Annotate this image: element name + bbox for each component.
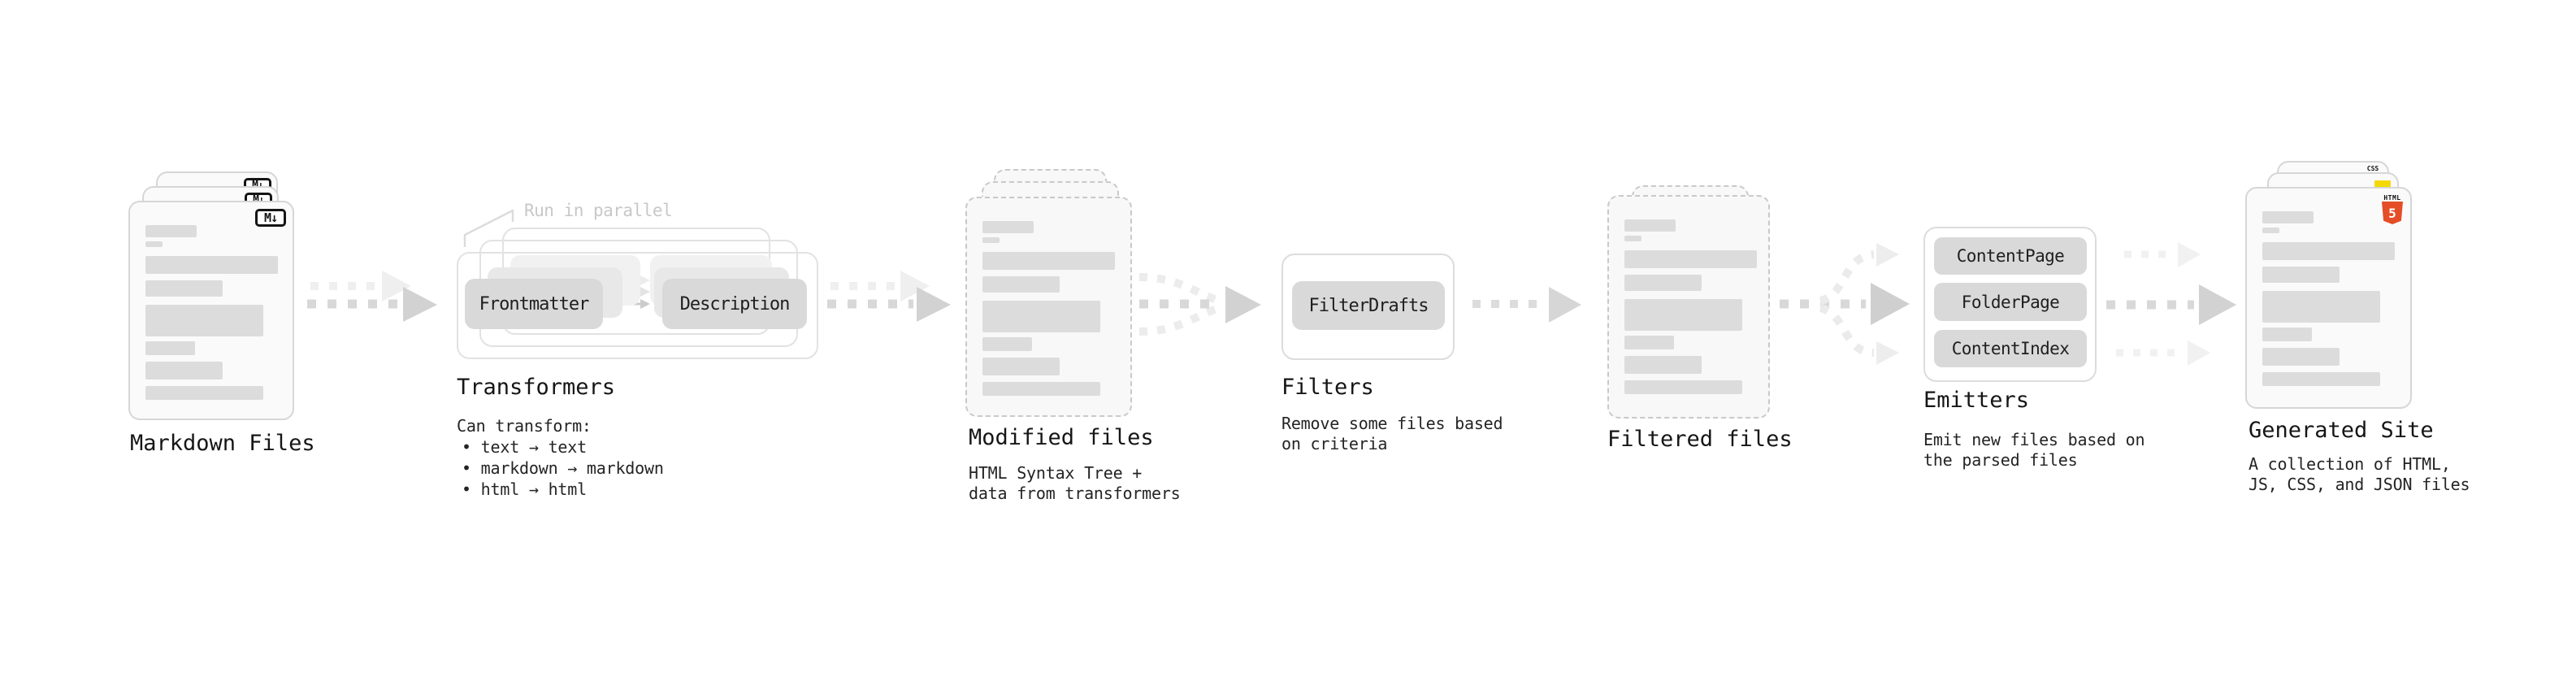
stage-label-transformers: Transformers	[457, 375, 616, 400]
text-line-placeholder	[145, 241, 163, 247]
transformer-pill-description: Description	[662, 279, 807, 329]
arrow-emitters-to-generated-middle	[2106, 284, 2236, 325]
text-line-placeholder	[2262, 348, 2340, 366]
text-line-placeholder	[982, 337, 1032, 351]
text-line-placeholder	[1624, 236, 1641, 241]
text-line-placeholder	[2262, 242, 2395, 260]
emitter-pill-contentpage: ContentPage	[1934, 237, 2087, 275]
transformer-layer-front	[457, 252, 818, 359]
description-line: Remove some files based	[1281, 414, 1503, 433]
stage-label-filters: Filters	[1281, 375, 1374, 400]
description-line: on criteria	[1281, 434, 1388, 453]
run-in-parallel-annotation: Run in parallel	[524, 201, 673, 220]
arrow-markdown-to-transformers	[307, 271, 437, 322]
transformers-description: Can transform: • text → text • markdown …	[457, 416, 664, 500]
stage-label-filtered-files: Filtered files	[1607, 427, 1793, 452]
arrow-emitters-to-generated-bottom	[2116, 340, 2210, 366]
emitters-description: Emit new files based on the parsed files	[1923, 430, 2145, 471]
markdown-icon: M↓	[255, 209, 286, 227]
text-line-placeholder	[2262, 291, 2380, 323]
arrow-filtered-to-emitters	[1780, 243, 1910, 365]
filtered-file-card-front	[1607, 195, 1770, 419]
text-line-placeholder	[2262, 228, 2279, 233]
text-line-placeholder	[982, 252, 1115, 270]
generated-file-card-html: HTML 5	[2245, 187, 2412, 409]
emitter-pill-contentindex: ContentIndex	[1934, 330, 2087, 367]
arrow-emitters-to-generated-top	[2124, 242, 2201, 267]
text-line-placeholder	[982, 301, 1100, 332]
generated-site-description: A collection of HTML, JS, CSS, and JSON …	[2249, 454, 2470, 495]
text-line-placeholder	[2262, 372, 2380, 386]
text-line-placeholder	[145, 341, 195, 355]
text-line-placeholder	[982, 276, 1060, 293]
arrow-modified-to-filters	[1138, 273, 1261, 336]
text-line-placeholder	[1624, 250, 1757, 268]
text-line-placeholder	[1624, 356, 1702, 374]
description-line: JS, CSS, and JSON files	[2249, 475, 2470, 494]
html5-word: HTML	[2383, 194, 2401, 202]
text-line-placeholder	[145, 362, 223, 380]
stage-label-modified-files: Modified files	[969, 425, 1154, 450]
description-line: data from transformers	[969, 484, 1181, 503]
text-line-placeholder	[1624, 380, 1742, 394]
transformer-pill-frontmatter: Frontmatter	[465, 279, 603, 329]
html5-icon: HTML 5	[2381, 194, 2404, 224]
bullet-item: • text → text	[462, 437, 587, 457]
markdown-file-card-front: M↓	[128, 201, 294, 420]
arrow-filters-to-filtered	[1472, 287, 1581, 323]
filters-description: Remove some files based on criteria	[1281, 414, 1503, 454]
description-line: Emit new files based on	[1923, 430, 2145, 449]
text-line-placeholder	[2262, 267, 2340, 283]
text-line-placeholder	[145, 386, 263, 400]
text-line-placeholder	[145, 280, 223, 297]
text-line-placeholder	[2262, 327, 2312, 341]
description-line: the parsed files	[1923, 450, 2078, 470]
text-line-placeholder	[145, 305, 263, 336]
transformers-description-title: Can transform:	[457, 416, 592, 436]
html5-shield: 5	[2382, 202, 2403, 224]
description-line: HTML Syntax Tree +	[969, 463, 1143, 483]
bullet-item: • html → html	[462, 479, 587, 499]
text-line-placeholder	[982, 237, 1000, 243]
arrow-transformers-to-modified	[827, 271, 951, 322]
css-label: CSS	[2366, 165, 2379, 172]
text-line-placeholder	[1624, 336, 1674, 349]
transformers-bullet-list: • text → text • markdown → markdown • ht…	[457, 436, 664, 500]
text-line-placeholder	[1624, 299, 1742, 331]
modified-file-card-front	[965, 197, 1132, 417]
text-line-placeholder	[1624, 219, 1676, 232]
bullet-item: • markdown → markdown	[462, 458, 664, 478]
stage-label-emitters: Emitters	[1923, 388, 2030, 413]
description-line: A collection of HTML,	[2249, 454, 2451, 474]
text-line-placeholder	[145, 256, 278, 274]
text-line-placeholder	[145, 225, 197, 237]
text-line-placeholder	[982, 358, 1060, 375]
text-line-placeholder	[982, 382, 1100, 396]
stage-label-generated-site: Generated Site	[2249, 418, 2434, 443]
text-line-placeholder	[2262, 211, 2314, 223]
stage-label-markdown-files: Markdown Files	[130, 431, 315, 456]
modified-files-description: HTML Syntax Tree + data from transformer…	[969, 463, 1181, 504]
filter-pill-filterdrafts: FilterDrafts	[1292, 281, 1445, 330]
emitter-pill-folderpage: FolderPage	[1934, 283, 2087, 321]
text-line-placeholder	[982, 221, 1034, 233]
text-line-placeholder	[1624, 275, 1702, 291]
js-icon	[2374, 180, 2391, 189]
